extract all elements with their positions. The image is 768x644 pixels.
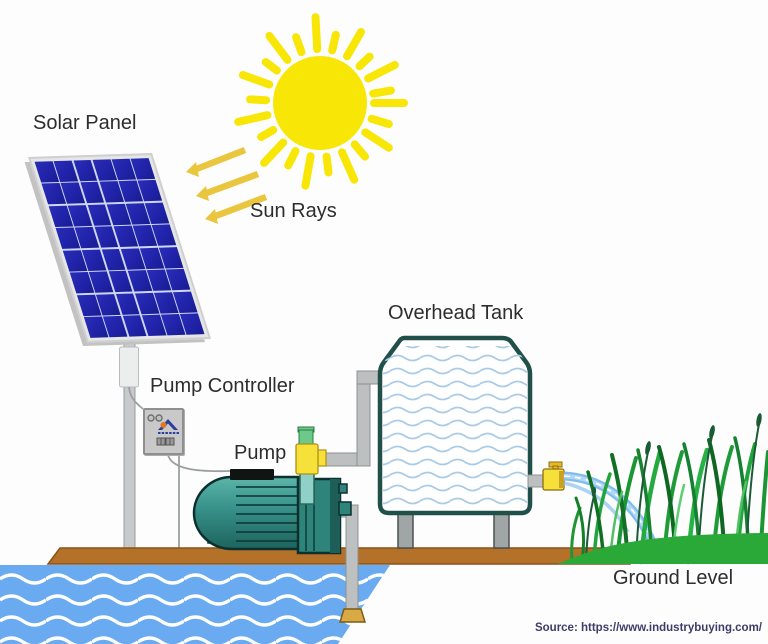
foot-valve — [338, 608, 367, 623]
source-credit: Source: https://www.industrybuying.com/ — [534, 622, 762, 634]
pump-top-cap — [230, 469, 274, 480]
controller-wires — [128, 386, 231, 548]
controller-brand-logo — [158, 419, 179, 434]
sun-icon — [234, 13, 408, 190]
pump-outlet-valve — [295, 426, 327, 505]
controller-terminal-blocks — [156, 437, 175, 446]
pump-controller-box — [143, 408, 184, 455]
tank-water — [383, 346, 527, 510]
grass — [558, 413, 768, 565]
pump-label: Pump — [234, 442, 287, 464]
ground-level-label: Ground Level — [613, 567, 734, 589]
controller-front-panel — [147, 414, 179, 446]
controller-indicator-lights — [147, 414, 163, 422]
tap-valve — [527, 461, 565, 491]
pump-unit — [192, 469, 352, 555]
tank-stand — [397, 512, 510, 549]
sun-ray-arrows — [186, 146, 268, 224]
outlet-pipe — [313, 370, 384, 467]
pump-controller-label: Pump Controller — [150, 375, 295, 397]
sun-rays-label: Sun Rays — [250, 200, 337, 222]
water-source — [0, 565, 390, 644]
panel-pole — [119, 329, 139, 549]
overhead-tank — [377, 335, 533, 516]
overhead-tank-label: Overhead Tank — [388, 302, 524, 324]
solar-panel-label: Solar Panel — [33, 112, 137, 134]
